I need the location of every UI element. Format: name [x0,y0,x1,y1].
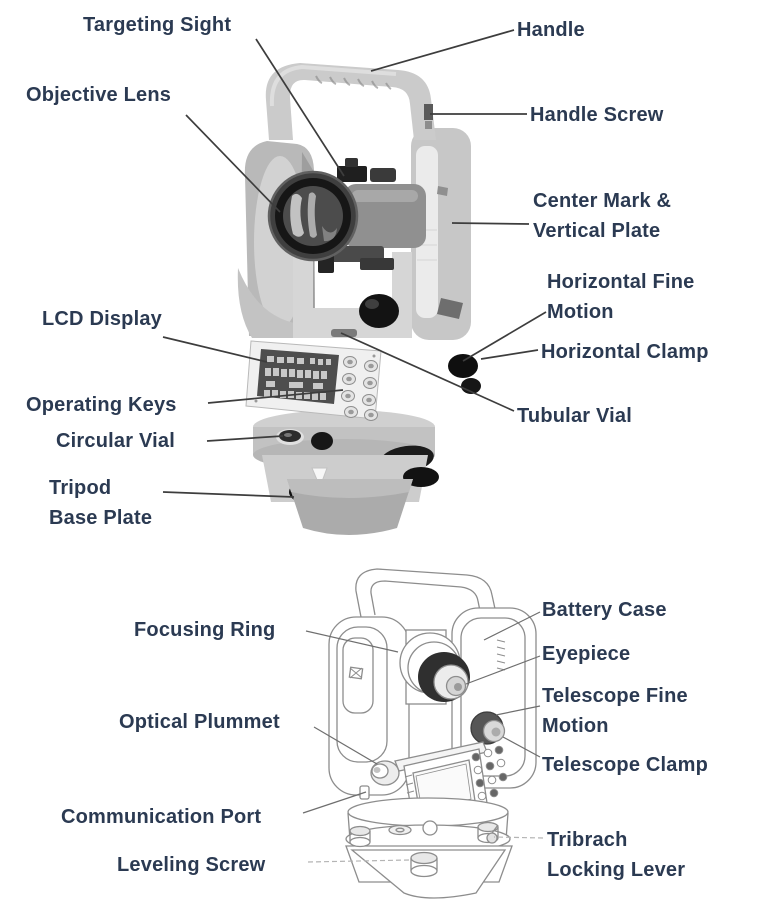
leader-horizontal-clamp [480,349,539,360]
label-targeting-sight: Targeting Sight [83,14,232,36]
label-battery-case: Battery Case [542,599,667,621]
label-lcd-display: LCD Display [42,308,163,330]
figure-bottom-theodolite-drawing [328,568,537,899]
label-objective-lens: Objective Lens [26,84,172,106]
label-handle: Handle [517,19,585,41]
label-leveling-screw: Leveling Screw [117,854,266,876]
leader-operating-keys [207,389,344,404]
tripod-base-plate-part [287,479,413,535]
leader-handle [370,29,515,72]
leader-eyepiece [465,655,541,685]
leader-objective-lens [185,114,281,213]
leader-battery-case [483,611,541,641]
leader-lcd-display [162,336,268,363]
leader-circular-vial [206,435,284,442]
leader-focusing-ring [305,630,399,653]
label-horizontal-clamp: Horizontal Clamp [541,341,709,363]
optical-plummet-part [370,760,400,786]
leader-tribrach-locking-lever [493,836,544,839]
eyepiece-part [418,652,470,702]
lcd-panel-part [245,340,382,421]
label-eyepiece: Eyepiece [542,643,631,665]
leader-tubular-vial [340,332,515,412]
label-tripod-base-plate: Tripod Base Plate [49,477,153,529]
leader-center-mark-vertical-plate [451,222,530,225]
tribrach-locking-lever-part [486,824,499,844]
label-focusing-ring: Focusing Ring [134,619,276,641]
leader-leveling-screw [307,859,410,863]
handle-screw-part [424,104,433,120]
telescope-clamp-part [470,711,506,745]
leader-optical-plummet [313,726,378,765]
label-tubular-vial: Tubular Vial [517,405,633,427]
label-operating-keys: Operating Keys [26,394,177,416]
label-horizontal-fine-motion: Horizontal Fine Motion [547,271,695,323]
leveling-screw-part [349,821,499,878]
leader-communication-port [302,791,367,814]
handle-part [265,63,436,140]
objective-lens-part [267,170,359,262]
leader-lines [162,29,547,863]
leader-targeting-sight [255,38,345,177]
label-telescope-fine-motion: Telescope Fine Motion [542,685,688,737]
label-communication-port: Communication Port [61,806,262,828]
label-circular-vial: Circular Vial [56,430,175,452]
label-telescope-clamp: Telescope Clamp [542,754,709,776]
label-optical-plummet: Optical Plummet [119,711,280,733]
leader-horizontal-fine-motion [462,311,547,362]
leader-tripod-base-plate [162,491,295,498]
leader-telescope-clamp [502,736,541,758]
label-center-mark-vertical-plate: Center Mark & Vertical Plate [533,190,672,242]
label-tribrach-locking-lever: Tribrach Locking Lever [547,829,686,881]
tubular-vial-part [331,329,357,337]
leader-telescope-fine-motion [495,705,541,716]
operating-keys-part [341,356,378,421]
figure-top-theodolite-photo [237,63,481,535]
circular-vial-part [276,429,304,445]
label-handle-screw: Handle Screw [530,104,664,126]
targeting-sight-part [337,158,367,182]
